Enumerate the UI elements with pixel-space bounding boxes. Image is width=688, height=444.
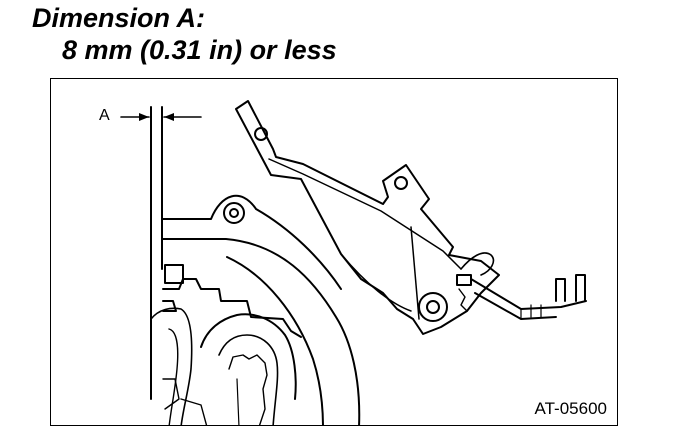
dimension-value: 8 mm (0.31 in) or less [62,35,337,65]
housing [161,194,361,425]
detent-lever [235,100,500,335]
dimension-a-label: A [99,107,110,124]
mechanism-drawing [120,100,587,425]
diagram-frame: A AT-05600 [50,78,618,426]
pawl-assembly [150,264,302,425]
dimension-a-indicator [120,106,202,400]
figure-code: AT-05600 [534,399,607,418]
dimension-title: Dimension A: [32,3,206,33]
dimension-spec: Dimension A: 8 mm (0.31 in) or less [32,2,337,66]
spring-rod [456,252,587,320]
